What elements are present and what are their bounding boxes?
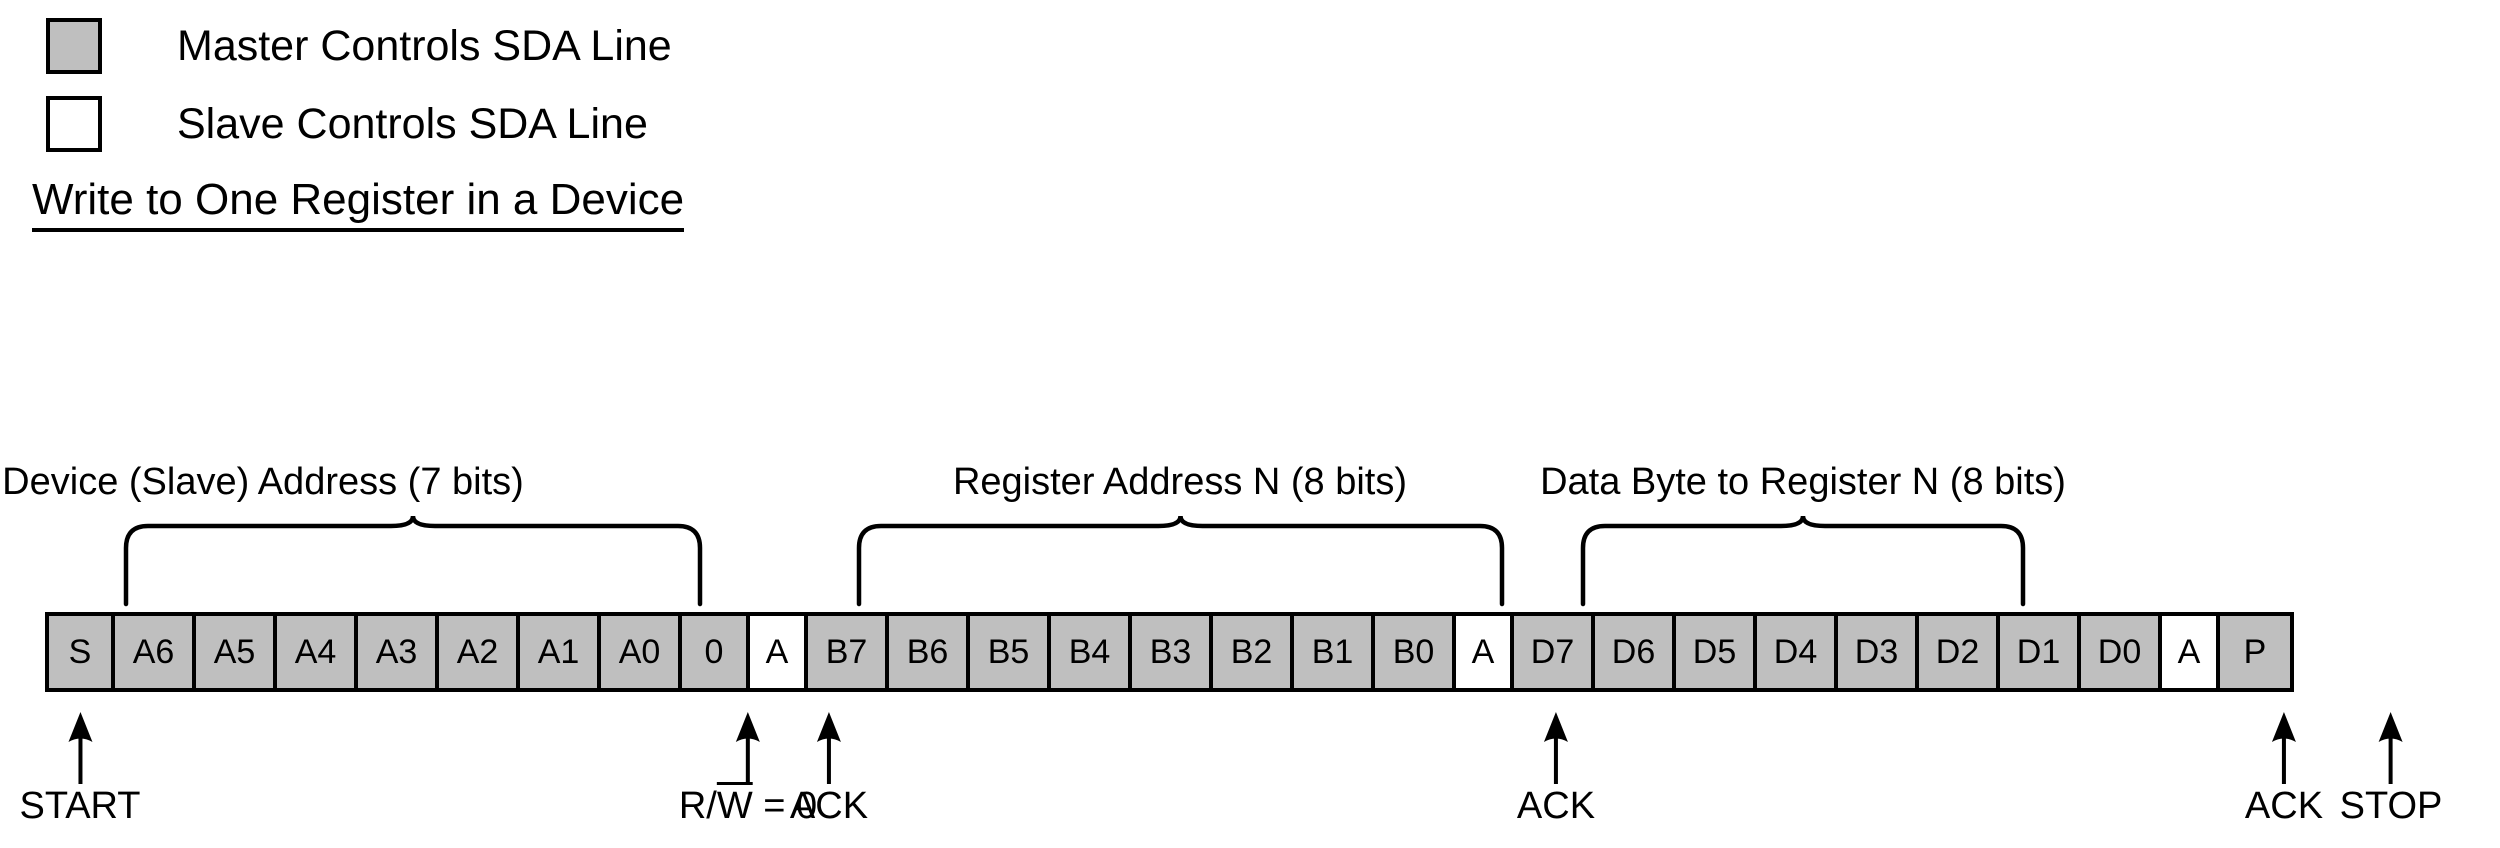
frame-cell-label: A (765, 633, 789, 671)
up-arrow-icon (68, 712, 92, 784)
frame-cell-a1-6: A1 (520, 616, 601, 688)
annotation-label: ACK (789, 785, 869, 827)
frame-cell-label: B2 (1230, 633, 1273, 671)
annotation-ack-3: ACK (1517, 712, 1595, 825)
frame-cell-label: D7 (1530, 633, 1575, 671)
annotation-label-prefix: R/ (678, 785, 717, 827)
annotation-stop-5: STOP (2339, 712, 2443, 827)
annotation-label: START (19, 785, 141, 827)
frame-cell-label: B7 (825, 633, 868, 671)
frame-cell-b4-13: B4 (1051, 616, 1132, 688)
frame-cell-0-8: 0 (682, 616, 750, 688)
group-label-register-address: Register Address N (8 bits) (952, 461, 1408, 503)
group-label-device-address: Device (Slave) Address (7 bits) (2, 461, 524, 503)
frame-cell-d7-19: D7 (1514, 616, 1595, 688)
frame-cell-label: A3 (375, 633, 418, 671)
annotation-rw0-1: R/W = 0 (679, 712, 817, 825)
frame-cell-d3-23: D3 (1838, 616, 1919, 688)
annotation-label-overlined: W (716, 785, 753, 827)
frame-cell-label: B0 (1392, 633, 1435, 671)
frame-cell-b0-17: B0 (1375, 616, 1456, 688)
frame-cell-label: A2 (456, 633, 499, 671)
annotation-ack-2: ACK (790, 712, 868, 825)
frame-cell-label: B3 (1149, 633, 1192, 671)
frame-cell-label: A0 (618, 633, 661, 671)
frame-cell-b7-10: B7 (808, 616, 889, 688)
annotation-start-0: START (19, 712, 141, 827)
frame-cell-label: D4 (1773, 633, 1818, 671)
up-arrow-icon (1543, 712, 1568, 784)
frame-strip: S A6 A5 A4 A3 A2 A1 A0 0 A B7 B6 B5 B4 B3 B2 B1 B0 A D7 D6 D5… (45, 612, 2294, 692)
frame-cell-b5-12: B5 (970, 616, 1051, 688)
frame-cell-d4-22: D4 (1757, 616, 1838, 688)
legend: Master Controls SDA Line Slave Controls … (46, 14, 1246, 170)
annotation-label-suffix: = 0 (752, 785, 818, 827)
master-color-swatch (46, 18, 102, 74)
frame-cell-d6-20: D6 (1595, 616, 1676, 688)
frame-cell-a-9: A (750, 616, 808, 688)
frame-cell-a5-2: A5 (196, 616, 277, 688)
up-arrow-icon (735, 712, 760, 784)
frame-cell-label: A1 (537, 633, 580, 671)
annotation-label: ACK (1516, 785, 1596, 827)
frame-cell-b3-14: B3 (1132, 616, 1213, 688)
frame-cell-d1-25: D1 (2000, 616, 2081, 688)
frame-cell-label: D0 (2097, 633, 2142, 671)
frame-cell-a0-7: A0 (601, 616, 682, 688)
brace (123, 515, 703, 607)
frame-cell-label: S (68, 633, 92, 671)
frame-cell-label: A6 (132, 633, 175, 671)
frame-cell-label: B1 (1311, 633, 1354, 671)
annotation-label: STOP (2339, 785, 2443, 827)
frame-cell-d0-26: D0 (2081, 616, 2162, 688)
frame-cell-label: D3 (1854, 633, 1899, 671)
frame-cell-label: B5 (987, 633, 1030, 671)
frame-cell-label: A4 (294, 633, 337, 671)
brace (856, 515, 1505, 607)
frame-cell-label: B6 (906, 633, 949, 671)
legend-item-master: Master Controls SDA Line (46, 14, 1246, 78)
frame-cell-label: D5 (1692, 633, 1737, 671)
frame-cell-b1-16: B1 (1294, 616, 1375, 688)
frame-cell-label: 0 (704, 633, 724, 671)
section-title: Write to One Register in a Device (32, 178, 685, 232)
annotation-label: ACK (2244, 785, 2324, 827)
frame-cell-d2-24: D2 (1919, 616, 2000, 688)
frame-cell-b2-15: B2 (1213, 616, 1294, 688)
legend-label-slave: Slave Controls SDA Line (177, 99, 648, 148)
frame-cell-p-28: P (2220, 616, 2290, 688)
frame-cell-a6-1: A6 (115, 616, 196, 688)
frame-cell-a3-4: A3 (358, 616, 439, 688)
frame-cell-label: P (2243, 633, 2267, 671)
annotation-label: R/W = 0 (679, 787, 817, 825)
frame-cell-a-18: A (1456, 616, 1514, 688)
frame-cell-a4-3: A4 (277, 616, 358, 688)
brace (1580, 515, 2026, 607)
up-arrow-icon (816, 712, 841, 784)
frame-cell-b6-11: B6 (889, 616, 970, 688)
frame-cell-label: D6 (1611, 633, 1656, 671)
slave-color-swatch (46, 96, 102, 152)
legend-item-slave: Slave Controls SDA Line (46, 92, 1246, 156)
up-arrow-icon (2271, 712, 2296, 784)
frame-cell-label: D1 (2016, 633, 2061, 671)
frame-cell-label: D2 (1935, 633, 1980, 671)
frame-cell-d5-21: D5 (1676, 616, 1757, 688)
frame-cell-label: A5 (213, 633, 256, 671)
frame-cell-label: A (1471, 633, 1495, 671)
frame-cell-a-27: A (2162, 616, 2220, 688)
frame-cell-s-0: S (49, 616, 115, 688)
frame-cell-a2-5: A2 (439, 616, 520, 688)
up-arrow-icon (2379, 712, 2403, 784)
frame-cell-label: B4 (1068, 633, 1111, 671)
frame-cell-label: A (2177, 633, 2201, 671)
annotation-ack-4: ACK (2245, 712, 2323, 825)
group-label-data-byte: Data Byte to Register N (8 bits) (1540, 461, 2066, 503)
legend-label-master: Master Controls SDA Line (177, 21, 672, 70)
